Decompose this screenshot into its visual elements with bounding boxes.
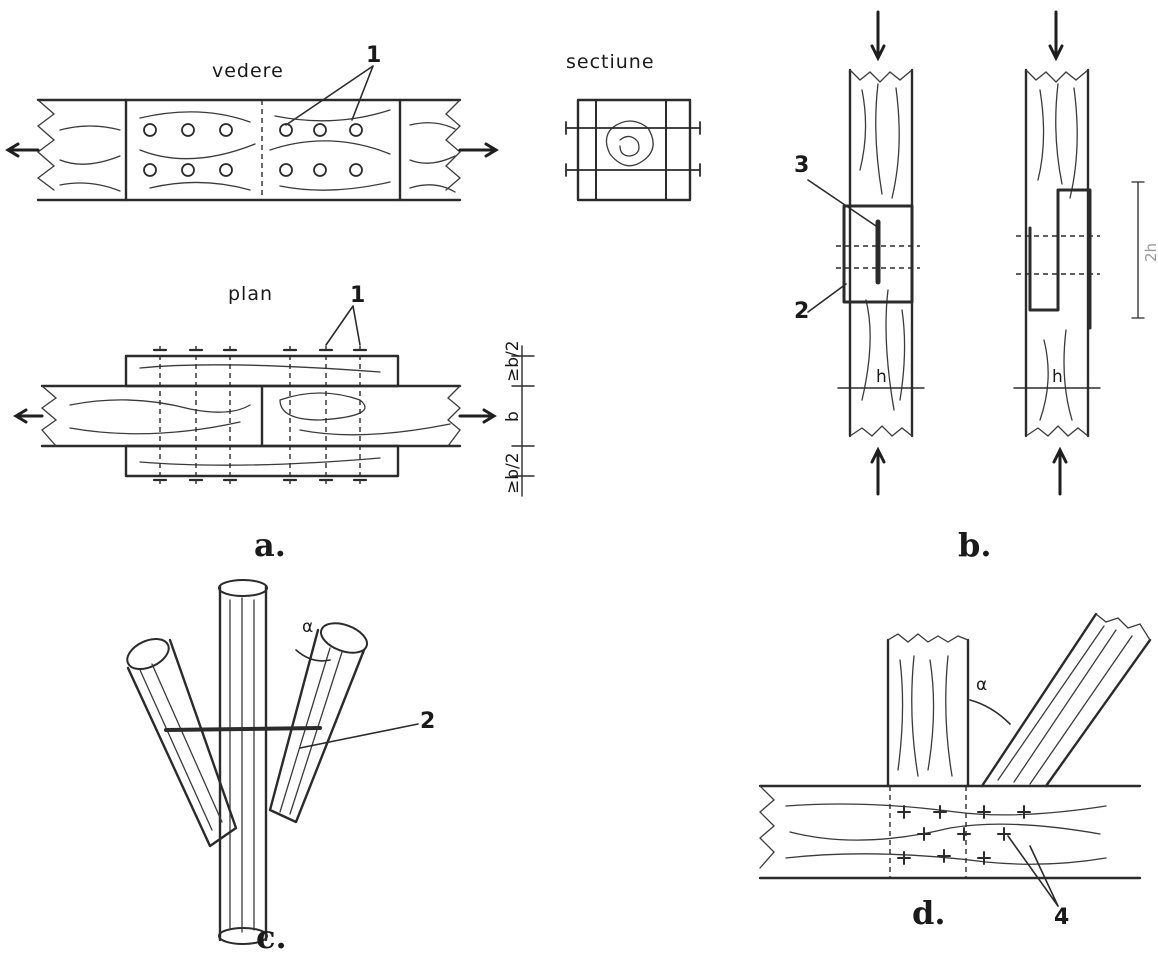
c-brace-right-end: [320, 622, 368, 654]
c-pole-grain: [229, 597, 255, 933]
c-brace-left-grain: [139, 663, 223, 831]
view-title: vedere: [212, 60, 284, 82]
b-leader-3: [807, 179, 877, 227]
b-halved-joint: [1028, 188, 1092, 330]
view-arrow-right: [458, 142, 499, 158]
b-arrow-top-right: [1048, 10, 1064, 62]
c-callout-2: 2: [420, 709, 435, 734]
plan-title: plan: [228, 283, 273, 305]
figure-c-label: c.: [256, 918, 287, 953]
plan-end-right: [447, 385, 461, 447]
dim-bottom: ≥b/2: [503, 452, 523, 494]
d-vertical-member: [886, 638, 970, 788]
section-plates: [595, 99, 667, 201]
d-chord-member: [758, 784, 1142, 880]
b-grain-right: [1037, 83, 1078, 421]
figure-b-label: b.: [958, 526, 992, 564]
b-arrow-bottom-left: [870, 446, 886, 496]
b-dim-h-left-line: [837, 381, 925, 395]
b-dim-2h: 2h: [1142, 243, 1158, 262]
figure-b-left: 3 2 h: [794, 10, 925, 496]
section-outline: [576, 98, 692, 202]
plan-bolts: [152, 346, 368, 484]
figure-b-right: 2h h: [1013, 10, 1158, 496]
d-chord-grain: [785, 803, 1107, 865]
view-end-right: [445, 99, 461, 191]
c-pole-top: [218, 579, 268, 597]
d-vertical-grain: [897, 655, 953, 777]
plan-arrow-right: [458, 408, 497, 424]
view-callout-leader: [285, 65, 374, 126]
plan-callout-1: 1: [350, 283, 365, 308]
dim-top: ≥b/2: [503, 340, 523, 382]
c-brace-left: [126, 638, 238, 848]
b-bolts-right: [1016, 235, 1100, 275]
plan-plate-bottom: [124, 444, 400, 478]
plan-end-left: [40, 385, 58, 447]
view-bolts: [143, 123, 363, 177]
plan-wood-grain: [69, 364, 451, 466]
c-brace-left-end: [126, 637, 170, 671]
section-title: sectiune: [566, 51, 655, 73]
d-chord-end: [759, 785, 775, 869]
c-main-pole: [218, 584, 268, 942]
view-wood-grain: [59, 109, 456, 193]
c-angle-arc: [295, 649, 331, 662]
b-arrow-bottom-right: [1052, 446, 1068, 496]
section-growth-rings: [605, 120, 654, 167]
c-leader-2: [299, 723, 419, 749]
figure-a-section: sectiune: [565, 51, 701, 202]
d-diagonal-grain: [997, 625, 1133, 785]
d-leader-4: [1007, 835, 1059, 907]
plan-main-member: [40, 384, 400, 448]
d-callout-4: 4: [1054, 905, 1069, 930]
b-dim-h-right-line: [1013, 381, 1101, 395]
b-leader-2: [807, 283, 847, 313]
b-column-right: [1024, 68, 1090, 438]
view-end-left: [36, 99, 56, 191]
c-brace-right: [268, 628, 366, 824]
b-torn-ends-right: [1025, 69, 1089, 437]
d-diagonal-torn-end: [1095, 613, 1151, 641]
figure-c: α 2 c.: [126, 579, 435, 953]
b-dim-2h-line: [1131, 181, 1145, 319]
b-callout-3: 3: [794, 153, 809, 178]
c-angle-alpha: α: [302, 617, 313, 637]
c-pole-bottom: [218, 927, 268, 945]
d-joint-lines: [889, 786, 967, 878]
d-vertical-torn-end: [887, 633, 969, 643]
figure-a-plan: plan 1 ≥b/2 b ≥b/2 a.: [13, 283, 535, 564]
figure-a-label: a.: [254, 526, 286, 564]
b-bolts-left: [836, 245, 920, 269]
b-callout-2: 2: [794, 299, 809, 324]
plan-dimension-line: [511, 345, 535, 497]
d-nails: [897, 805, 1031, 865]
d-angle-alpha: α: [976, 675, 987, 695]
view-main-member: [36, 98, 462, 202]
section-bolts: [565, 121, 701, 177]
b-grain-left: [859, 83, 906, 411]
dim-b: b: [503, 411, 523, 422]
plan-callout-leader: [325, 305, 361, 346]
view-arrow-left: [5, 142, 40, 158]
figure-a-view: vedere 1: [5, 43, 499, 202]
c-bolt: [164, 726, 322, 732]
b-dim-h-left: h: [876, 367, 887, 387]
b-torn-ends-left: [849, 69, 913, 437]
d-diagonal-member: [980, 612, 1152, 788]
figure-d: α 4 d.: [758, 612, 1152, 932]
view-callout-1: 1: [366, 43, 381, 68]
d-angle-arc: [969, 699, 1011, 725]
plan-arrow-left: [13, 408, 44, 424]
figure-d-label: d.: [912, 894, 946, 932]
b-cover-plate: [842, 204, 914, 304]
b-arrow-top-left: [870, 10, 886, 62]
view-splice-plate: [124, 98, 402, 202]
plan-member-right: [396, 384, 462, 448]
b-dim-h-right: h: [1052, 367, 1063, 387]
